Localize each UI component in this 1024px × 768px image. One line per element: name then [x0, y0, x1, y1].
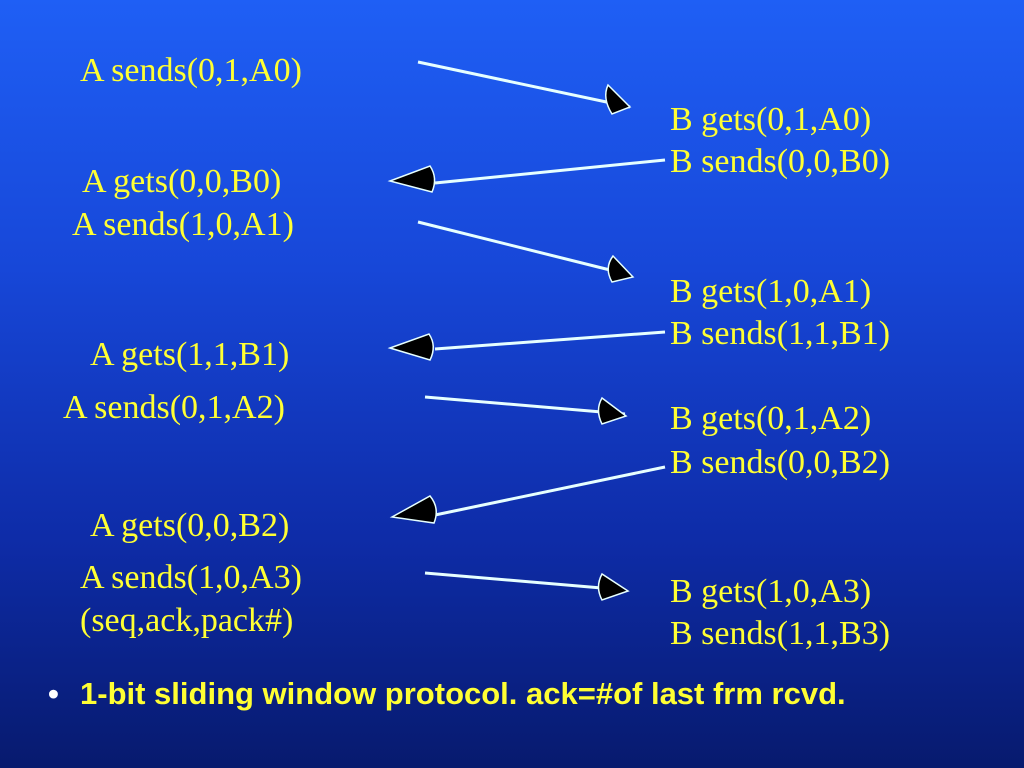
label-b-sends-b1: B sends(1,1,B1): [670, 315, 891, 352]
label-a-sends-a0: A sends(0,1,A0): [80, 52, 302, 89]
arrow-head: [387, 333, 434, 361]
arrow-line: [424, 571, 626, 592]
label-a-sends-a2: A sends(0,1,A2): [63, 389, 285, 426]
arrow-line: [434, 158, 666, 185]
arrow-line: [434, 330, 666, 351]
arrow-head: [597, 396, 628, 425]
arrow-head: [597, 572, 630, 601]
bullet-point: • 1-bit sliding window protocol. ack=#of…: [48, 675, 988, 713]
label-a-gets-b0: A gets(0,0,B0): [82, 163, 282, 200]
label-b-gets-a2: B gets(0,1,A2): [670, 400, 872, 437]
bullet-dot-icon: •: [48, 676, 59, 711]
label-b-gets-a0: B gets(0,1,A0): [670, 101, 872, 138]
arrow-line: [434, 465, 666, 517]
label-a-sends-a1: A sends(1,0,A1): [72, 206, 294, 243]
arrow-b-to-a-b2: [389, 465, 666, 524]
label-b-gets-a3: B gets(1,0,A3): [670, 573, 872, 610]
label-b-sends-b0: B sends(0,0,B0): [670, 143, 891, 180]
arrow-b-to-a-b1: [387, 330, 666, 361]
arrow-head: [605, 83, 632, 115]
bullet-text: 1-bit sliding window protocol. ack=#of l…: [80, 676, 846, 711]
arrow-a-to-b-a3: [424, 571, 630, 601]
label-a-gets-b1: A gets(1,1,B1): [90, 336, 290, 373]
arrow-a-to-b-a0: [417, 60, 632, 115]
arrow-line: [417, 220, 631, 277]
arrow-line: [424, 395, 626, 416]
label-a-sends-a3: A sends(1,0,A3): [80, 559, 302, 596]
label-b-sends-b2: B sends(0,0,B2): [670, 444, 891, 481]
arrow-a-to-b-a2: [424, 395, 628, 425]
label-b-gets-a1: B gets(1,0,A1): [670, 273, 872, 310]
arrow-head: [387, 165, 436, 193]
arrow-head: [607, 254, 635, 283]
arrow-a-to-b-a1: [417, 220, 635, 283]
label-b-sends-b3: B sends(1,1,B3): [670, 615, 891, 652]
arrow-head: [389, 495, 437, 524]
arrow-line: [417, 60, 631, 109]
label-seq-ack-pack: (seq,ack,pack#): [80, 602, 294, 639]
label-a-gets-b2: A gets(0,0,B2): [90, 507, 290, 544]
arrow-b-to-a-b0: [387, 158, 666, 193]
